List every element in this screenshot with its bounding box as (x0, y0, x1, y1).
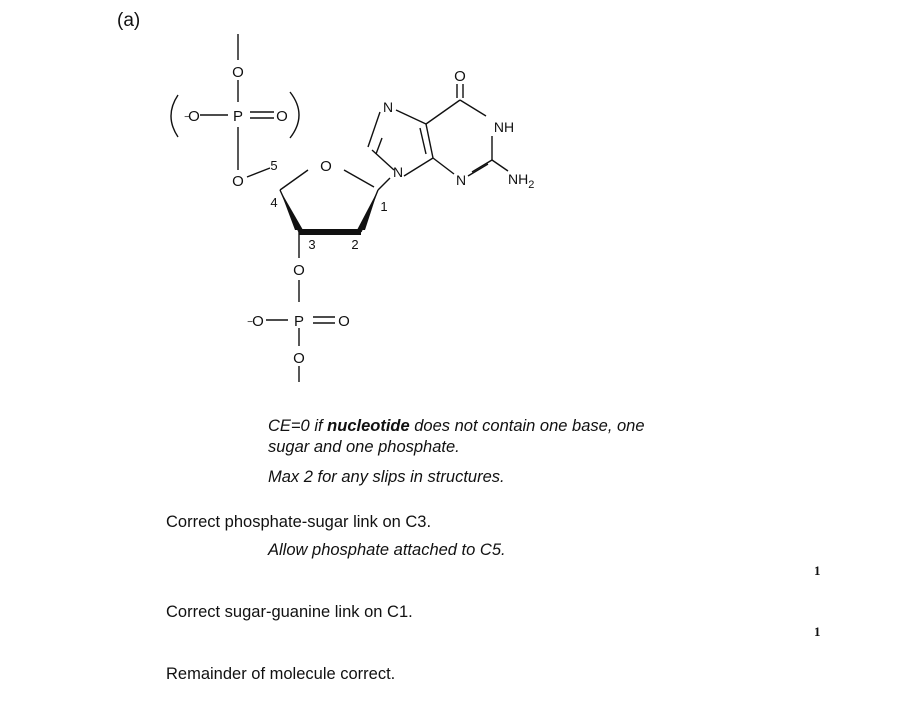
ce-note-line1-rest: does not contain one base, one (409, 417, 645, 435)
carbon-number-5: 5 (270, 158, 277, 173)
nh2-subscript: 2 (528, 179, 534, 191)
marking-point-1: Correct phosphate-sugar link on C3. (166, 513, 432, 531)
atom-o5: O (232, 173, 244, 190)
atom-o-bottom: O (293, 350, 305, 367)
atom-o-double-upper: O (276, 108, 288, 125)
marking-point-2: Correct sugar-guanine link on C1. (166, 603, 413, 621)
atom-o-carbonyl: O (454, 68, 466, 85)
marking-point-3: Remainder of molecule correct. (166, 665, 396, 683)
mark-2: 1 (814, 624, 821, 639)
ce-note-line2: sugar and one phosphate. (268, 438, 460, 456)
atom-n3: N (456, 172, 466, 188)
atom-o3: O (293, 262, 305, 279)
atom-p-upper: P (233, 108, 243, 125)
carbon-number-3: 3 (308, 237, 315, 252)
nh2-main: NH (508, 171, 528, 187)
c1-c2-wedge (357, 190, 378, 230)
atom-o-ring: O (320, 158, 332, 175)
c4-c3-wedge (280, 190, 303, 230)
atom-nh: NH (494, 119, 514, 135)
ce-note: CE=0 if nucleotide does not contain one … (268, 416, 645, 458)
ce-note-bold: nucleotide (327, 417, 410, 435)
ce-note-prefix: CE=0 if (268, 417, 328, 435)
atom-o-minus-lower: O (252, 313, 264, 330)
nucleotide-structure-diagram: O − O P O O O O − O P O O N N N NH NH2 O… (170, 34, 534, 382)
atom-o-minus-upper: O (188, 108, 200, 125)
max-slips-note: Max 2 for any slips in structures. (268, 468, 505, 486)
minus-sign-upper: − (184, 112, 190, 123)
atom-nh2: NH2 (508, 171, 534, 191)
marking-point-1-allowance: Allow phosphate attached to C5. (268, 541, 506, 559)
carbon-number-1: 1 (380, 199, 387, 214)
part-label: (a) (117, 10, 141, 31)
mark-1: 1 (814, 563, 821, 578)
atom-o-top: O (232, 64, 244, 81)
atom-n9: N (393, 164, 403, 180)
minus-sign-lower: − (247, 317, 253, 328)
carbon-number-4: 4 (270, 195, 277, 210)
atom-n7: N (383, 99, 393, 115)
atom-p-lower: P (294, 313, 304, 330)
carbon-number-2: 2 (351, 237, 358, 252)
atom-o-double-lower: O (338, 313, 350, 330)
